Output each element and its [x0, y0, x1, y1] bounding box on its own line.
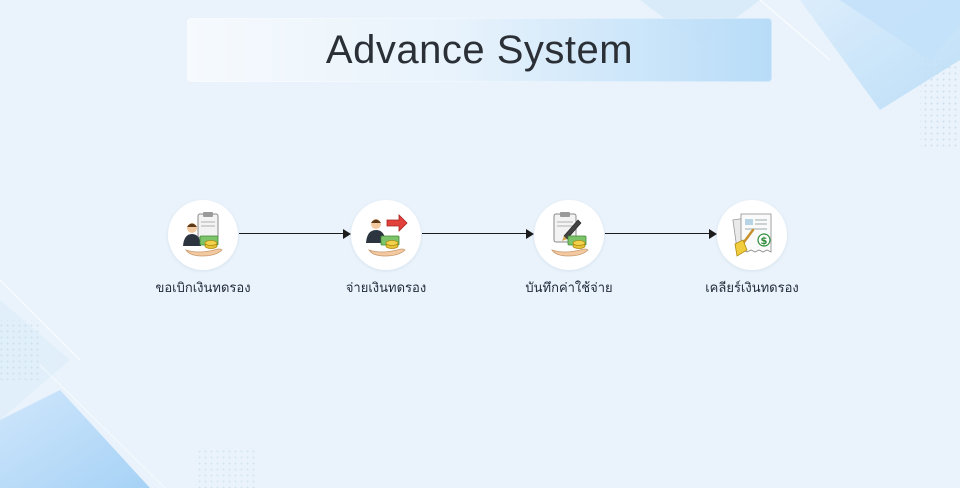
- advance-request-icon[interactable]: [168, 200, 238, 270]
- flow-step-label[interactable]: จ่ายเงินทดรอง: [345, 281, 427, 296]
- svg-text:$: $: [761, 236, 768, 247]
- expense-record-icon[interactable]: [534, 200, 604, 270]
- flow-step-expense-record[interactable]: บันทึกค่าใช้จ่าย: [499, 200, 639, 298]
- flow-step-label[interactable]: บันทึกค่าใช้จ่าย: [525, 281, 613, 296]
- flow-step-advance-clearing[interactable]: $ เคลียร์เงินทดรอง: [682, 200, 822, 298]
- flow-arrow: [422, 229, 534, 239]
- advance-payment-icon[interactable]: [351, 200, 421, 270]
- flow-step-label[interactable]: ขอเบิกเงินทดรอง: [155, 281, 251, 296]
- flow-step-advance-request[interactable]: ขอเบิกเงินทดรอง: [133, 200, 273, 298]
- page-title: Advance System: [325, 27, 634, 72]
- flow-step-label[interactable]: เคลียร์เงินทดรอง: [705, 281, 799, 296]
- flow-arrow: [605, 229, 717, 239]
- advance-clearing-icon[interactable]: $: [717, 200, 787, 270]
- flow-arrow: [239, 229, 351, 239]
- title-banner: Advance System: [187, 18, 772, 82]
- flow-step-advance-payment[interactable]: จ่ายเงินทดรอง: [316, 200, 456, 298]
